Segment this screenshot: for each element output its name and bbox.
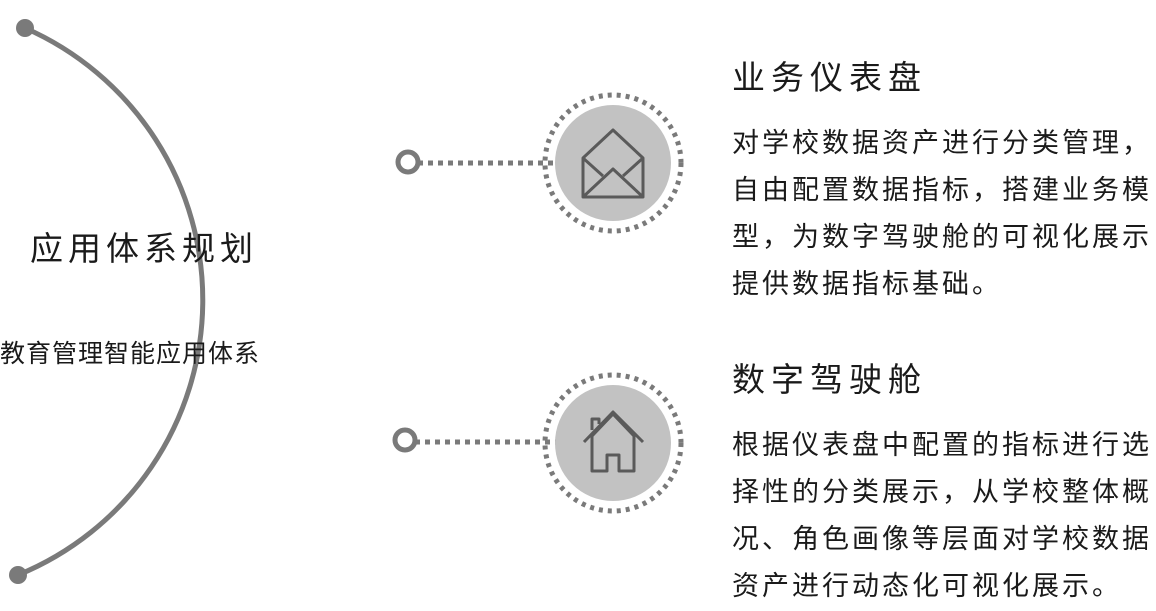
section-title: 数字驾驶舱 (732, 360, 927, 399)
arc-node-2 (392, 427, 418, 453)
arc-end-dot (9, 566, 27, 584)
main-subtitle: 教育管理智能应用体系 (0, 339, 261, 368)
description-line: 况、角色画像等层面对学校数据 (732, 524, 1152, 555)
section-cockpit: 数字驾驶舱 根据仪表盘中配置的指标进行选 择性的分类展示，从学校整体概 况、角色… (732, 360, 1152, 610)
section-title: 业务仪表盘 (732, 58, 927, 97)
house-icon (542, 372, 684, 514)
description-line: 型，为数字驾驶舱的可视化展示 (732, 222, 1152, 253)
section-description: 对学校数据资产进行分类管理， 自由配置数据指标，搭建业务模 型，为数字驾驶舱的可… (732, 120, 1152, 308)
description-line: 择性的分类展示，从学校整体概 (732, 477, 1152, 508)
section-dashboard: 业务仪表盘 对学校数据资产进行分类管理， 自由配置数据指标，搭建业务模 型，为数… (732, 58, 1152, 308)
description-line: 根据仪表盘中配置的指标进行选 (732, 430, 1152, 461)
arc-node-1 (395, 149, 421, 175)
description-line: 提供数据指标基础。 (732, 269, 1002, 300)
arc-start-dot (16, 19, 34, 37)
description-line: 资产进行动态化可视化展示。 (732, 571, 1122, 602)
description-line: 对学校数据资产进行分类管理， (732, 128, 1152, 159)
main-arc (17, 25, 206, 578)
main-title: 应用体系规划 (30, 229, 258, 268)
section-description: 根据仪表盘中配置的指标进行选 择性的分类展示，从学校整体概 况、角色画像等层面对… (732, 422, 1152, 610)
description-line: 自由配置数据指标，搭建业务模 (732, 175, 1152, 206)
envelope-open-icon (542, 92, 684, 234)
